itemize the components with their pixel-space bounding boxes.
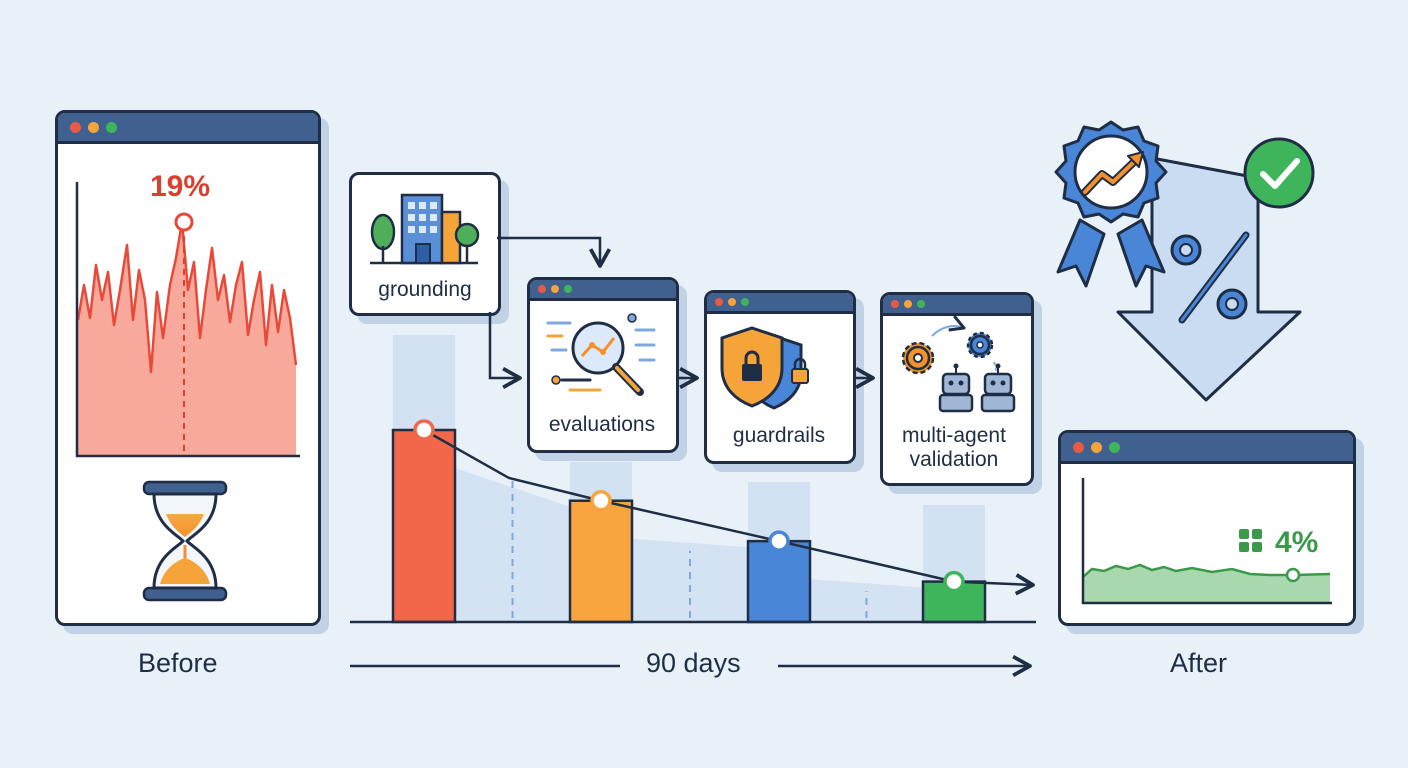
- bar-1: [391, 428, 457, 624]
- minimize-dot: [728, 298, 736, 306]
- evaluations-titlebar: [530, 280, 676, 301]
- award-badge-icon: [1054, 120, 1168, 288]
- step-evaluations-window: [527, 277, 679, 453]
- flow-arrows: [488, 236, 875, 390]
- minimize-dot: [88, 121, 99, 133]
- bar-point-2: [590, 489, 612, 512]
- after-current-point: [1285, 567, 1301, 583]
- minimize-dot: [904, 300, 912, 308]
- maximize-dot: [564, 285, 572, 293]
- step-guardrails-label: guardrails: [732, 424, 826, 447]
- trend-line: [423, 428, 1035, 596]
- timeline-label: 90 days: [646, 648, 741, 678]
- clover-icon: [1239, 529, 1262, 552]
- multi-agent-titlebar: [883, 295, 1031, 316]
- before-peak-value: 19%: [150, 170, 211, 203]
- maximize-dot: [106, 121, 117, 133]
- step-grounding-label: grounding: [378, 278, 472, 301]
- step-multi-agent-label: multi-agent validation: [902, 424, 1006, 472]
- percent-down-arrow-icon: [1116, 156, 1302, 402]
- checkmark-icon: [1243, 137, 1315, 209]
- close-dot: [1073, 441, 1084, 453]
- before-chart-line: [76, 220, 298, 374]
- guardrails-titlebar: [707, 293, 853, 314]
- hourglass-icon: [142, 480, 228, 602]
- magnifier-chart-icon: [546, 313, 656, 396]
- before-peak-point: [174, 212, 194, 232]
- close-dot: [538, 285, 546, 293]
- bar-point-4: [943, 570, 965, 593]
- bar-point-3: [768, 530, 790, 552]
- bar-3: [746, 539, 812, 624]
- close-dot: [715, 298, 723, 306]
- before-error-chart: [75, 182, 300, 458]
- before-titlebar: [58, 113, 318, 144]
- flow-arrow-grounding-down: [488, 312, 522, 390]
- building-icon: [370, 193, 480, 265]
- minimize-dot: [551, 285, 559, 293]
- after-error-chart: [1081, 478, 1332, 605]
- bar-2: [568, 499, 634, 624]
- maximize-dot: [1109, 441, 1120, 453]
- maximize-dot: [741, 298, 749, 306]
- after-value: 4%: [1275, 526, 1319, 559]
- bar-gap-fill: [455, 468, 570, 622]
- shield-lock-icon: [720, 326, 809, 410]
- after-chart-area: [1083, 565, 1330, 603]
- close-dot: [70, 121, 81, 133]
- after-label: After: [1170, 648, 1228, 678]
- after-titlebar: [1061, 433, 1353, 464]
- error-rate-bar-chart: [350, 335, 1036, 624]
- before-label: Before: [138, 648, 218, 678]
- step-evaluations-label: evaluations: [548, 413, 656, 436]
- close-dot: [891, 300, 899, 308]
- bar-point-1: [413, 419, 435, 441]
- minimize-dot: [1091, 441, 1102, 453]
- before-chart-area: [78, 222, 296, 455]
- after-chart-line: [1082, 563, 1331, 578]
- maximize-dot: [917, 300, 925, 308]
- flow-arrow-grounding-evaluations: [497, 236, 612, 268]
- bar-gap-fill: [632, 538, 748, 622]
- gear-robot-icon: [901, 315, 1016, 413]
